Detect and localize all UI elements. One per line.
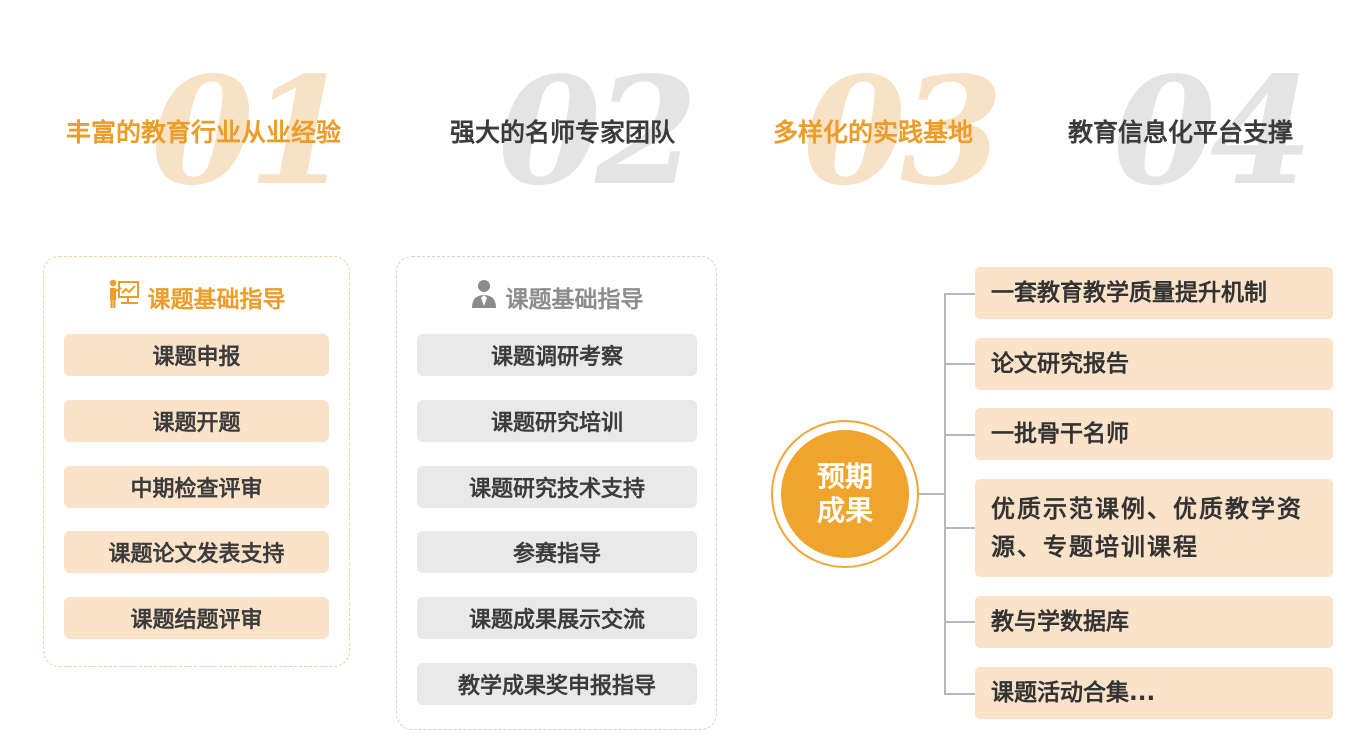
connector-branch <box>944 293 975 295</box>
outcome-item: 教与学数据库 <box>975 596 1333 648</box>
panel-title: 课题基础指导 <box>44 277 349 317</box>
panel-title-text: 课题基础指导 <box>505 287 644 313</box>
user-profile-icon <box>470 279 498 315</box>
teacher-board-icon <box>108 279 140 315</box>
feature-4: 04 教育信息化平台支撑 <box>1068 57 1338 205</box>
outcome-item: 一套教育教学质量提升机制 <box>975 267 1333 319</box>
panel-basic-guidance-middle: 课题基础指导 课题调研考察 课题研究培训 课题研究技术支持 参赛指导 课题成果展… <box>396 256 717 730</box>
outcome-circle-inner: 预期 成果 <box>781 430 909 558</box>
list-item: 课题成果展示交流 <box>417 597 697 639</box>
connector-branch <box>944 363 975 365</box>
panel-title: 课题基础指导 <box>397 277 716 317</box>
feature-number: 02 <box>498 44 698 218</box>
feature-2: 02 强大的名师专家团队 <box>450 57 730 205</box>
list-item: 课题研究技术支持 <box>417 466 697 508</box>
feature-label: 多样化的实践基地 <box>773 118 974 147</box>
feature-label: 教育信息化平台支撑 <box>1068 118 1294 147</box>
panel-title-text: 课题基础指导 <box>147 287 286 313</box>
outcome-item: 一批骨干名师 <box>975 408 1333 460</box>
feature-number: 03 <box>803 44 1003 218</box>
list-item: 教学成果奖申报指导 <box>417 663 697 705</box>
outcome-item: 课题活动合集... <box>975 667 1333 719</box>
list-item: 课题研究培训 <box>417 400 697 442</box>
list-item: 参赛指导 <box>417 531 697 573</box>
connector-branch <box>944 621 975 623</box>
connector-branch <box>944 434 975 436</box>
feature-label: 强大的名师专家团队 <box>450 118 676 147</box>
outcome-circle-line2: 成果 <box>816 494 873 527</box>
connector-branch <box>944 693 975 695</box>
list-item: 课题论文发表支持 <box>64 531 329 573</box>
list-item: 中期检查评审 <box>64 466 329 508</box>
outcome-item: 优质示范课例、优质教学资源、专题培训课程 <box>975 479 1333 577</box>
connector-horizontal <box>919 493 945 495</box>
feature-number: 01 <box>151 44 351 218</box>
list-item: 课题申报 <box>64 334 329 376</box>
connector-trunk <box>944 293 946 694</box>
outcome-item: 论文研究报告 <box>975 338 1333 390</box>
connector-branch <box>944 527 975 529</box>
list-item: 课题调研考察 <box>417 334 697 376</box>
feature-number: 04 <box>1113 44 1313 218</box>
feature-3: 03 多样化的实践基地 <box>773 57 1023 205</box>
outcome-circle-line1: 预期 <box>816 460 873 493</box>
list-item: 课题开题 <box>64 400 329 442</box>
outcome-circle: 预期 成果 <box>771 420 919 568</box>
panel-basic-guidance-left: 课题基础指导 课题申报 课题开题 中期检查评审 课题论文发表支持 课题结题评审 <box>43 256 350 667</box>
feature-1: 01 丰富的教育行业从业经验 <box>66 57 396 205</box>
list-item: 课题结题评审 <box>64 597 329 639</box>
feature-label: 丰富的教育行业从业经验 <box>66 118 342 147</box>
